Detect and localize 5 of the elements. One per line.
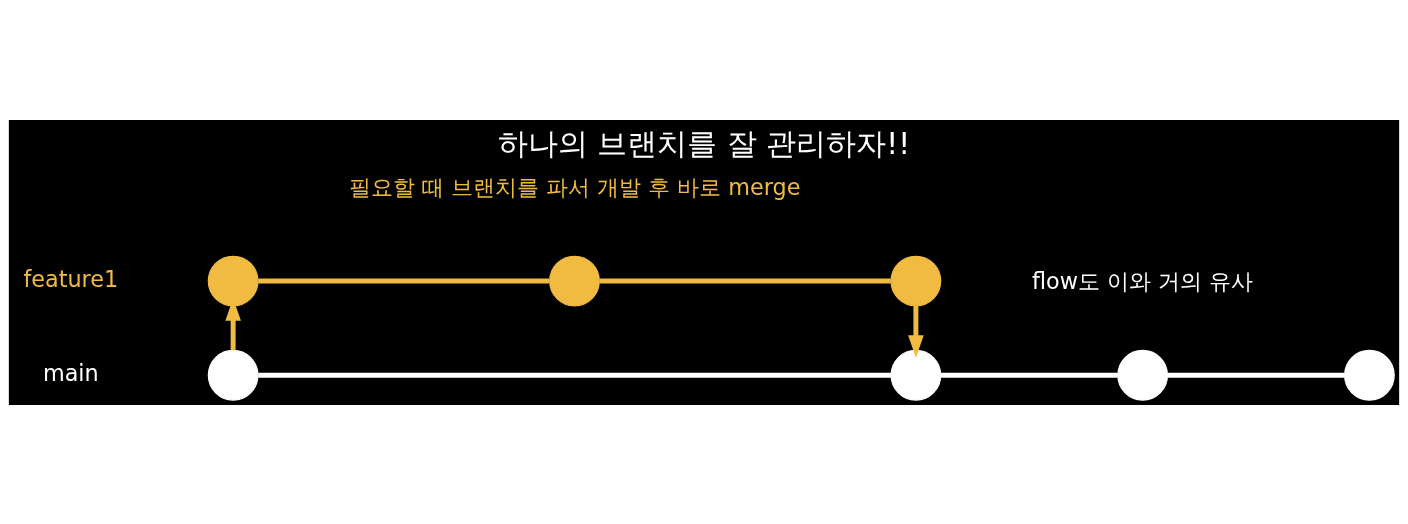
label: main [42,359,99,386]
label: flow도 이와 거의 유사 [1032,267,1254,294]
caption: 필요할 때 브랜치를 파서 개발 후 바로 merge [348,173,801,200]
diagram-title: 하나의 브랜치를 잘 관리하자!! [497,125,911,161]
label: feature1 [23,265,119,292]
